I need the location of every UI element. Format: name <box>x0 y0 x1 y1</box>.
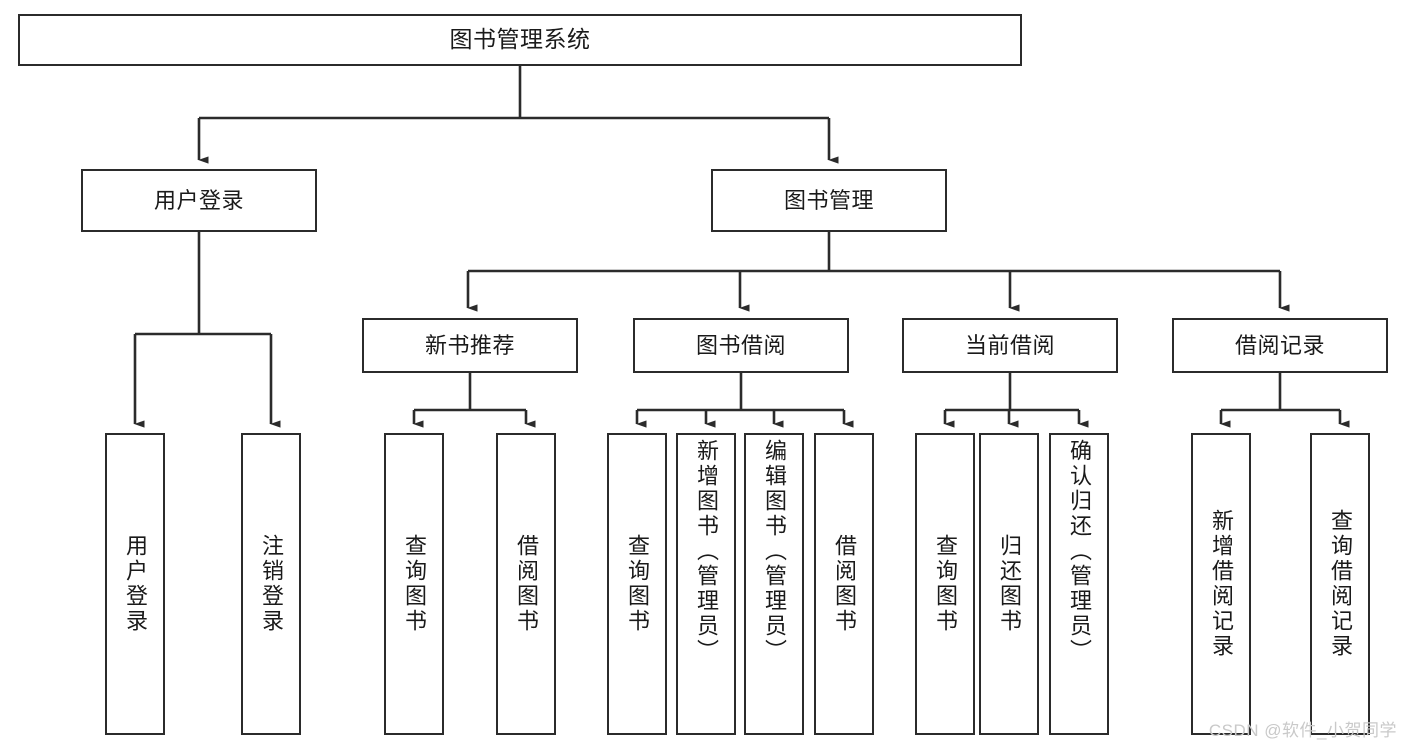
leaf-text-wrap: 确认归还（管理员） <box>1051 435 1107 733</box>
node-borrow-record[interactable]: 借阅记录 <box>1172 318 1388 373</box>
node-user-login[interactable]: 用户登录 <box>81 169 317 232</box>
node-leaf-add-book[interactable]: 新增图书（管理员） <box>676 433 736 735</box>
leaf-text-wrap: 归还图书 <box>981 435 1037 733</box>
node-leaf-query-record[interactable]: 查询借阅记录 <box>1310 433 1370 735</box>
node-book-borrow[interactable]: 图书借阅 <box>633 318 849 373</box>
watermark-text: CSDN @软件_小贺同学 <box>1208 721 1397 740</box>
node-leaf-add-record-label: 新增借阅记录 <box>1209 509 1234 659</box>
leaf-text-wrap: 查询图书 <box>386 435 442 733</box>
leaf-text-wrap: 借阅图书 <box>498 435 554 733</box>
node-leaf-query-book-3[interactable]: 查询图书 <box>915 433 975 735</box>
node-current-borrow-label: 当前借阅 <box>964 332 1055 358</box>
leaf-text-wrap: 查询图书 <box>917 435 973 733</box>
node-new-book-recommend-label: 新书推荐 <box>424 332 515 358</box>
leaf-text-wrap: 借阅图书 <box>816 435 872 733</box>
node-book-management-label: 图书管理 <box>783 187 874 213</box>
leaf-text-wrap: 新增图书（管理员） <box>678 435 734 733</box>
node-book-borrow-label: 图书借阅 <box>695 332 786 358</box>
node-leaf-query-record-label: 查询借阅记录 <box>1328 509 1353 659</box>
node-leaf-borrow-book-1[interactable]: 借阅图书 <box>496 433 556 735</box>
leaf-text-wrap: 用户登录 <box>107 435 163 733</box>
node-leaf-edit-book[interactable]: 编辑图书（管理员） <box>744 433 804 735</box>
node-leaf-query-book-2-label: 查询图书 <box>625 534 650 634</box>
node-leaf-user-login-label: 用户登录 <box>123 534 148 634</box>
node-leaf-user-login[interactable]: 用户登录 <box>105 433 165 735</box>
node-leaf-return-book-label: 归还图书 <box>997 534 1022 634</box>
node-leaf-query-book-3-label: 查询图书 <box>933 534 958 634</box>
node-root[interactable]: 图书管理系统 <box>18 14 1022 66</box>
node-leaf-borrow-book-2-label: 借阅图书 <box>832 534 857 634</box>
node-root-label: 图书管理系统 <box>449 26 591 53</box>
node-leaf-logout-label: 注销登录 <box>259 534 284 634</box>
node-leaf-query-book-1-label: 查询图书 <box>402 534 427 634</box>
node-leaf-query-book-1[interactable]: 查询图书 <box>384 433 444 735</box>
node-leaf-edit-book-label: 编辑图书（管理员） <box>762 439 787 664</box>
node-leaf-add-book-label: 新增图书（管理员） <box>694 439 719 664</box>
node-borrow-record-label: 借阅记录 <box>1234 332 1325 358</box>
node-book-management[interactable]: 图书管理 <box>711 169 947 232</box>
node-leaf-borrow-book-2[interactable]: 借阅图书 <box>814 433 874 735</box>
node-new-book-recommend[interactable]: 新书推荐 <box>362 318 578 373</box>
node-leaf-confirm-return[interactable]: 确认归还（管理员） <box>1049 433 1109 735</box>
leaf-text-wrap: 新增借阅记录 <box>1193 435 1249 733</box>
node-leaf-confirm-return-label: 确认归还（管理员） <box>1067 439 1092 664</box>
leaf-text-wrap: 注销登录 <box>243 435 299 733</box>
leaf-text-wrap: 查询图书 <box>609 435 665 733</box>
node-leaf-add-record[interactable]: 新增借阅记录 <box>1191 433 1251 735</box>
node-leaf-query-book-2[interactable]: 查询图书 <box>607 433 667 735</box>
node-current-borrow[interactable]: 当前借阅 <box>902 318 1118 373</box>
node-leaf-logout[interactable]: 注销登录 <box>241 433 301 735</box>
node-leaf-borrow-book-1-label: 借阅图书 <box>514 534 539 634</box>
node-leaf-return-book[interactable]: 归还图书 <box>979 433 1039 735</box>
leaf-text-wrap: 查询借阅记录 <box>1312 435 1368 733</box>
node-user-login-label: 用户登录 <box>153 187 244 213</box>
leaf-text-wrap: 编辑图书（管理员） <box>746 435 802 733</box>
